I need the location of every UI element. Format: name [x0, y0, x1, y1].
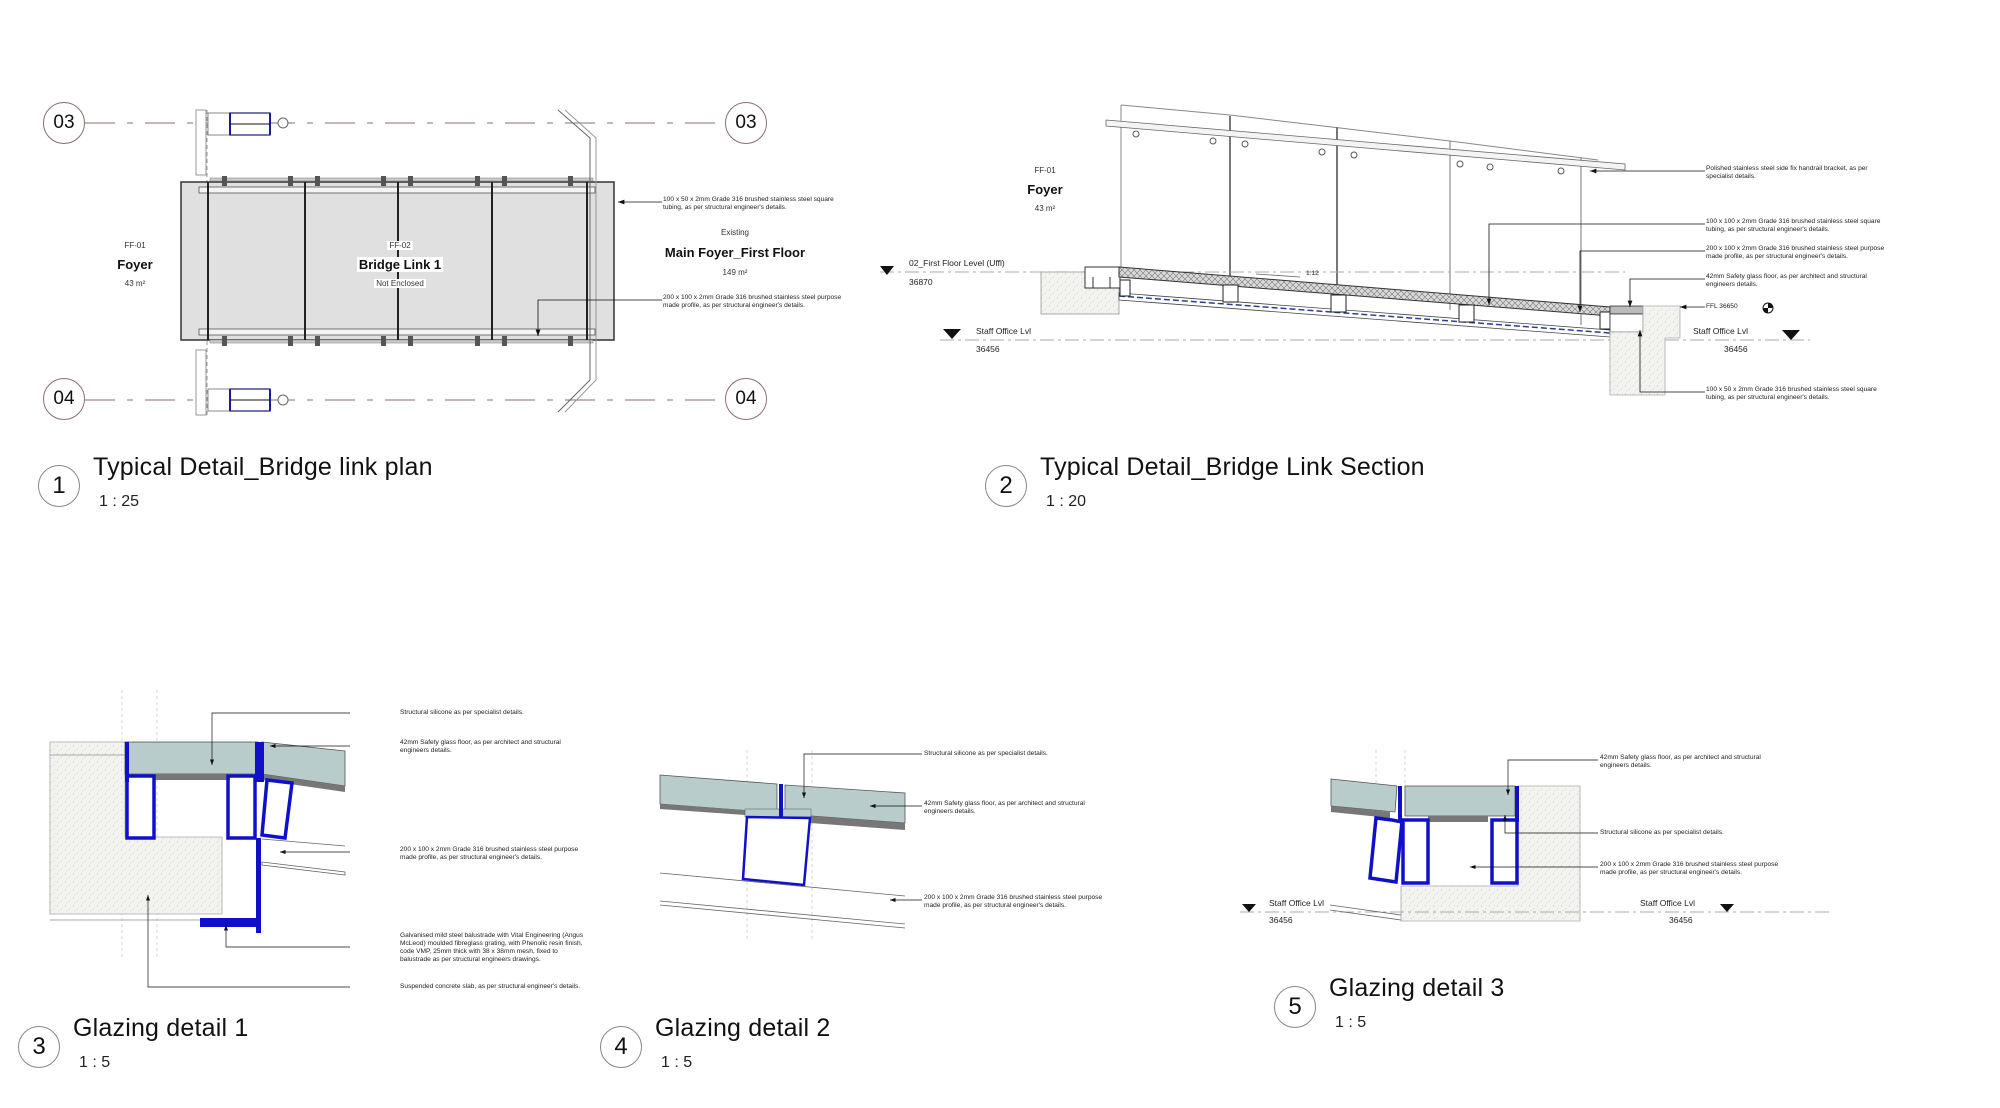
level-name: Staff Office Lvl	[1269, 898, 1324, 908]
view-scale: 1 : 20	[1046, 493, 1087, 510]
room-name: Main Foyer_First Floor	[664, 245, 806, 260]
g1-note-glass-floor: 42mm Safety glass floor, as per architec…	[400, 739, 561, 754]
level-elevation: 36456	[1269, 915, 1293, 925]
view-title: Glazing detail 3	[1329, 974, 1505, 1002]
g3-note-glass-floor: 42mm Safety glass floor, as per architec…	[1600, 754, 1761, 769]
room-label: Existing	[720, 228, 749, 237]
glazing-detail-3-drawing	[1240, 750, 1830, 922]
view-number-badge: 3	[18, 1026, 60, 1068]
room-area: 43 m²	[124, 279, 146, 288]
view-number-badge: 5	[1274, 986, 1316, 1028]
slope-ratio: 1:12	[1306, 270, 1319, 277]
plan-note-purpose-profile: 200 x 100 x 2mm Grade 316 brushed stainl…	[663, 294, 842, 309]
room-name: Bridge Link 1	[356, 257, 444, 272]
room-number: FF-01	[1034, 166, 1056, 175]
glazing-detail-1-drawing	[49, 690, 350, 988]
room-area: 43 m²	[1034, 204, 1056, 213]
g1-note-purpose-profile: 200 x 100 x 2mm Grade 316 brushed stainl…	[400, 846, 579, 861]
grid-bubble-03-left: 03	[43, 102, 85, 144]
level-name: Staff Office Lvl	[976, 326, 1031, 336]
view-scale: 1 : 5	[1335, 1014, 1367, 1031]
plan-note-square-tubing: 100 x 50 x 2mm Grade 316 brushed stainle…	[663, 196, 834, 211]
ffl-spot-elevation: FFL 36650	[1706, 303, 1738, 310]
level-elevation: 36456	[1669, 915, 1693, 925]
level-name: 02_First Floor Level (Uffl)	[909, 258, 1005, 268]
room-area: 149 m²	[722, 268, 748, 277]
room-number: FF-01	[124, 241, 146, 250]
g1-note-balustrade: Galvanised mild steel balustrade with Vi…	[400, 932, 584, 963]
g1-note-structural-silicone: Structural silicone as per specialist de…	[400, 709, 524, 716]
g1-note-concrete-slab: Suspended concrete slab, as per structur…	[400, 983, 581, 990]
level-elevation: 36456	[1724, 344, 1748, 354]
level-name: Staff Office Lvl	[1640, 898, 1695, 908]
room-area: Not Enclosed	[374, 279, 426, 288]
section-note-100x100-tubing: 100 x 100 x 2mm Grade 316 brushed stainl…	[1706, 218, 1881, 233]
view-scale: 1 : 5	[79, 1054, 111, 1071]
grid-bubble-04-left: 04	[43, 378, 85, 420]
level-elevation: 36870	[909, 277, 933, 287]
g3-note-purpose-profile: 200 x 100 x 2mm Grade 316 brushed stainl…	[1600, 861, 1779, 876]
g2-note-structural-silicone: Structural silicone as per specialist de…	[924, 750, 1048, 757]
view-number-badge: 4	[600, 1026, 642, 1068]
room-name: Foyer	[117, 257, 153, 272]
room-number: FF-02	[387, 241, 413, 250]
view-title: Glazing detail 2	[655, 1014, 831, 1042]
bridge-link-section	[880, 104, 1810, 396]
view-title: Glazing detail 1	[73, 1014, 249, 1042]
room-name: Foyer	[1027, 182, 1063, 197]
g3-note-structural-silicone: Structural silicone as per specialist de…	[1600, 829, 1724, 836]
section-note-purpose-profile: 200 x 100 x 2mm Grade 316 brushed stainl…	[1706, 245, 1885, 260]
section-note-100x50-tubing: 100 x 50 x 2mm Grade 316 brushed stainle…	[1706, 386, 1877, 401]
view-scale: 1 : 5	[661, 1054, 693, 1071]
section-note-handrail-bracket: Polished stainless steel side fix handra…	[1706, 165, 1868, 180]
level-name: Staff Office Lvl	[1693, 326, 1748, 336]
g2-note-glass-floor: 42mm Safety glass floor, as per architec…	[924, 800, 1085, 815]
grid-bubble-04-right: 04	[725, 378, 767, 420]
level-elevation: 36456	[976, 344, 1000, 354]
view-number-badge: 2	[985, 465, 1027, 507]
grid-bubble-03-right: 03	[725, 102, 767, 144]
g2-note-purpose-profile: 200 x 100 x 2mm Grade 316 brushed stainl…	[924, 894, 1103, 909]
view-title: Typical Detail_Bridge Link Section	[1040, 453, 1425, 481]
glazing-detail-2-drawing	[659, 750, 922, 940]
view-scale: 1 : 25	[99, 493, 140, 510]
view-number-badge: 1	[38, 465, 80, 507]
view-title: Typical Detail_Bridge link plan	[93, 453, 433, 481]
section-note-glass-floor: 42mm Safety glass floor, as per architec…	[1706, 273, 1867, 288]
